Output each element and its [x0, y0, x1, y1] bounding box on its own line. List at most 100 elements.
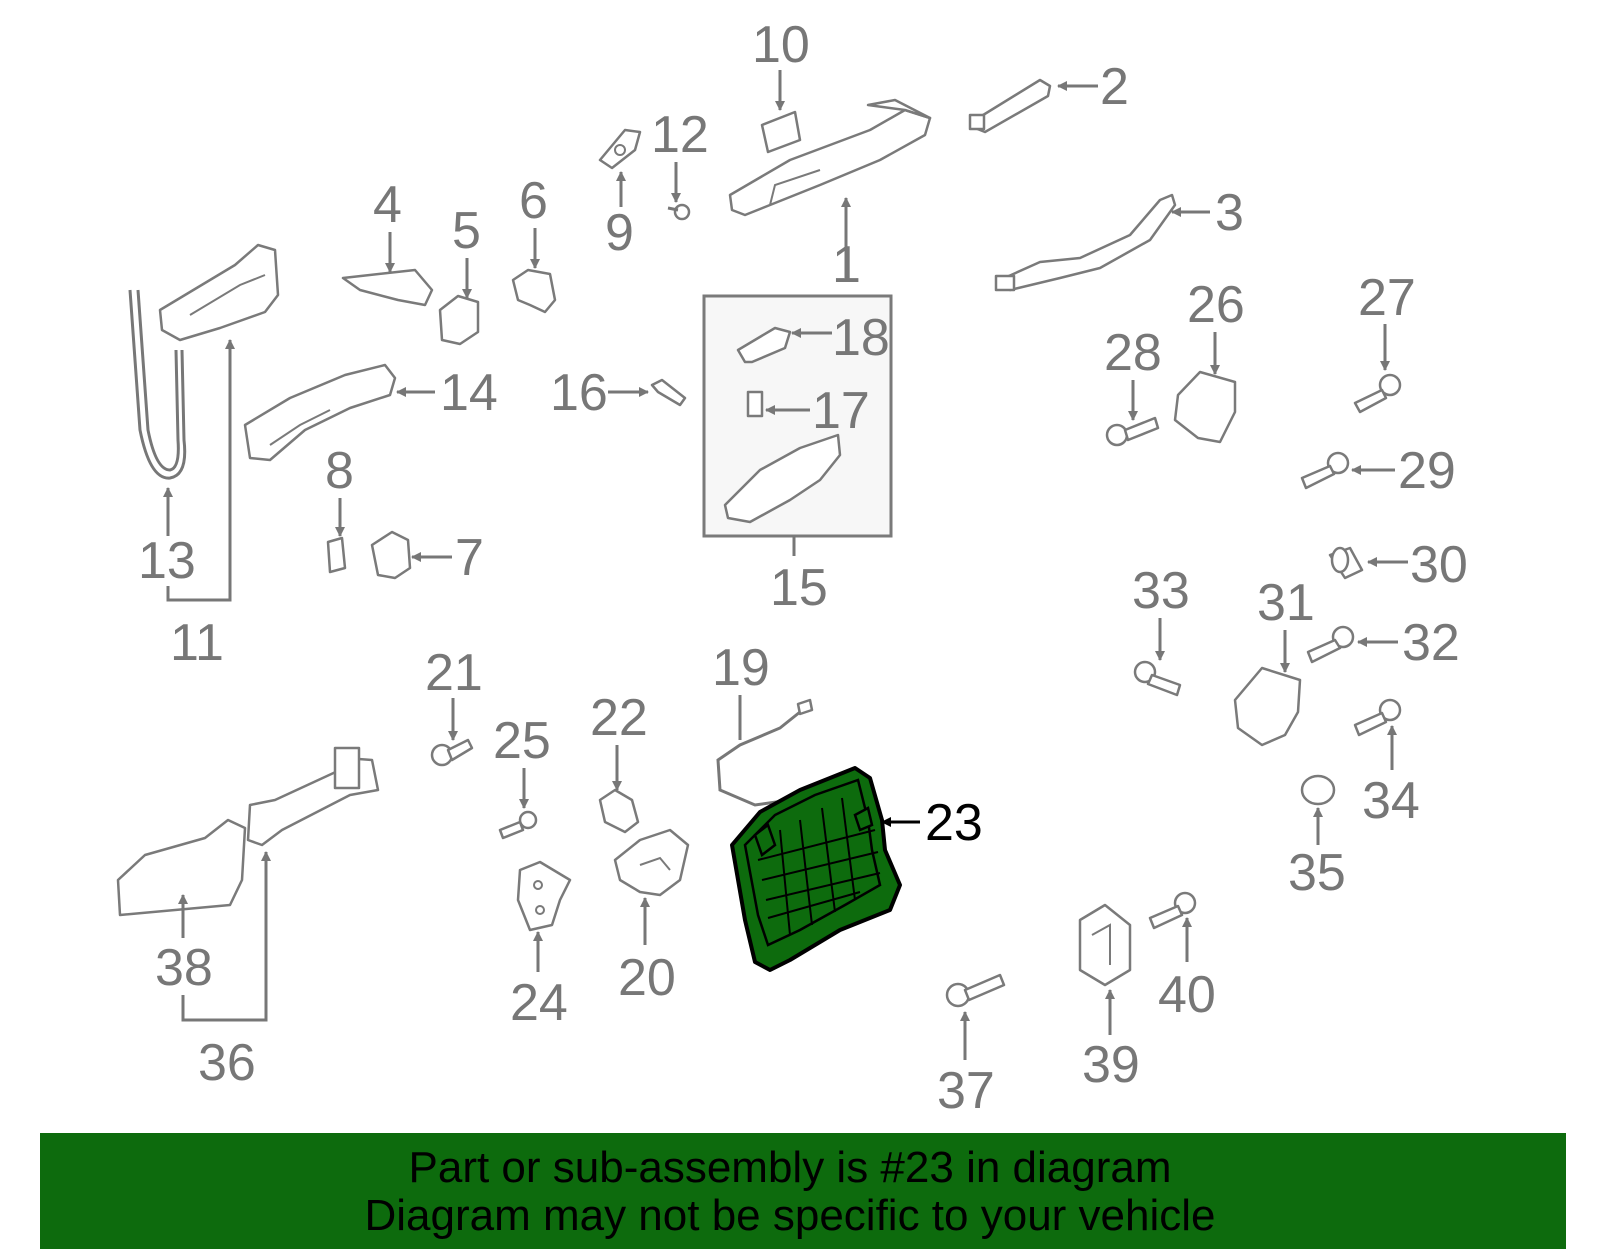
svg-text:28: 28	[1104, 324, 1162, 382]
part-6-bracket	[511, 268, 557, 314]
callout-27: 27	[1358, 269, 1416, 371]
svg-text:23: 23	[925, 794, 983, 852]
callout-32: 32	[1357, 614, 1460, 672]
callout-28: 28	[1104, 324, 1162, 421]
svg-text:25: 25	[493, 712, 551, 770]
part-17-pin	[746, 390, 764, 418]
part-34-bolt	[1353, 698, 1402, 737]
svg-text:35: 35	[1288, 844, 1346, 902]
svg-text:20: 20	[618, 949, 676, 1007]
part-24-plate	[516, 860, 572, 932]
svg-text:3: 3	[1215, 184, 1244, 242]
part-35-cap	[1300, 774, 1336, 806]
svg-text:2: 2	[1100, 58, 1129, 116]
callout-17: 17	[765, 382, 870, 440]
part-31-bracket	[1233, 666, 1302, 747]
svg-text:6: 6	[519, 172, 548, 230]
callout-14: 14	[396, 364, 498, 422]
callout-24: 24	[510, 931, 568, 1032]
svg-text:10: 10	[752, 16, 810, 74]
callout-18: 18	[791, 309, 890, 367]
callout-4: 4	[373, 176, 402, 273]
svg-text:39: 39	[1082, 1036, 1140, 1094]
callout-6: 6	[519, 172, 548, 269]
part-3-handle-rod	[994, 193, 1177, 292]
svg-text:29: 29	[1398, 442, 1456, 500]
callout-13: 13	[138, 487, 196, 590]
svg-text:11: 11	[170, 614, 224, 672]
banner-line-2: Diagram may not be specific to your vehi…	[364, 1191, 1216, 1240]
svg-text:9: 9	[605, 204, 634, 262]
svg-text:15: 15	[770, 559, 828, 617]
callout-15: 15	[770, 536, 828, 617]
part-25-screw	[498, 810, 538, 840]
svg-text:30: 30	[1410, 536, 1468, 594]
svg-text:26: 26	[1187, 276, 1245, 334]
part-33-bolt	[1133, 660, 1182, 697]
callout-3: 3	[1171, 184, 1244, 242]
part-18-cover	[736, 326, 792, 364]
svg-text:17: 17	[812, 382, 870, 440]
svg-text:12: 12	[651, 106, 709, 164]
callout-29: 29	[1351, 442, 1456, 500]
svg-text:32: 32	[1402, 614, 1460, 672]
part-10-cover	[760, 110, 802, 154]
part-12-screw	[667, 203, 691, 221]
callout-31: 31	[1257, 574, 1315, 673]
callout-33: 33	[1132, 562, 1190, 661]
part-19-cable	[716, 698, 814, 807]
callout-8: 8	[325, 442, 354, 537]
callout-11: 11	[166, 339, 235, 672]
part-13-cable	[128, 289, 187, 480]
svg-text:27: 27	[1358, 269, 1416, 327]
part-39-bracket	[1078, 903, 1132, 987]
part-21-bolt	[430, 738, 474, 767]
svg-text:34: 34	[1362, 772, 1420, 830]
part-5-block	[438, 294, 480, 346]
callout-40: 40	[1158, 917, 1216, 1024]
callout-9: 9	[605, 171, 634, 262]
part-9-bracket	[598, 128, 642, 170]
part-28-bolt	[1105, 416, 1160, 447]
svg-text:13: 13	[138, 532, 196, 590]
part-36-check-strap	[246, 746, 380, 847]
svg-text:19: 19	[712, 639, 770, 697]
callout-20: 20	[618, 897, 676, 1007]
callout-36: 36	[181, 851, 271, 1092]
svg-text:22: 22	[590, 689, 648, 747]
svg-text:37: 37	[937, 1062, 995, 1120]
part-32-bolt	[1306, 625, 1355, 664]
callout-10: 10	[752, 16, 810, 111]
callout-21: 21	[425, 644, 483, 741]
part-1-outer-handle	[728, 98, 932, 217]
callout-19: 19	[712, 639, 770, 740]
part-14-lock-cylinder	[243, 363, 397, 462]
callout-26: 26	[1187, 276, 1245, 375]
part-38-check-arm	[116, 818, 247, 917]
svg-text:31: 31	[1257, 574, 1315, 632]
callout-16: 16	[550, 364, 649, 422]
callout-1: 1	[832, 197, 861, 294]
callout-35: 35	[1288, 807, 1346, 902]
part-40-bolt	[1148, 891, 1197, 930]
part-7-cap	[370, 530, 412, 580]
svg-text:16: 16	[550, 364, 608, 422]
part-22-block	[598, 788, 640, 834]
part-20-latch	[613, 828, 690, 897]
callout-7: 7	[411, 529, 484, 587]
svg-text:36: 36	[198, 1034, 256, 1092]
svg-text:18: 18	[832, 309, 890, 367]
callout-34: 34	[1362, 725, 1420, 830]
svg-text:14: 14	[440, 364, 498, 422]
svg-text:21: 21	[425, 644, 483, 702]
part-26-bracket	[1173, 370, 1237, 444]
callout-12: 12	[651, 106, 709, 203]
callout-5: 5	[452, 202, 481, 299]
svg-text:4: 4	[373, 176, 402, 234]
callout-25: 25	[493, 712, 551, 809]
part-27-bolt	[1353, 373, 1402, 414]
svg-text:7: 7	[455, 529, 484, 587]
part-4-clip	[341, 268, 434, 307]
part-29-bolt	[1300, 451, 1350, 490]
